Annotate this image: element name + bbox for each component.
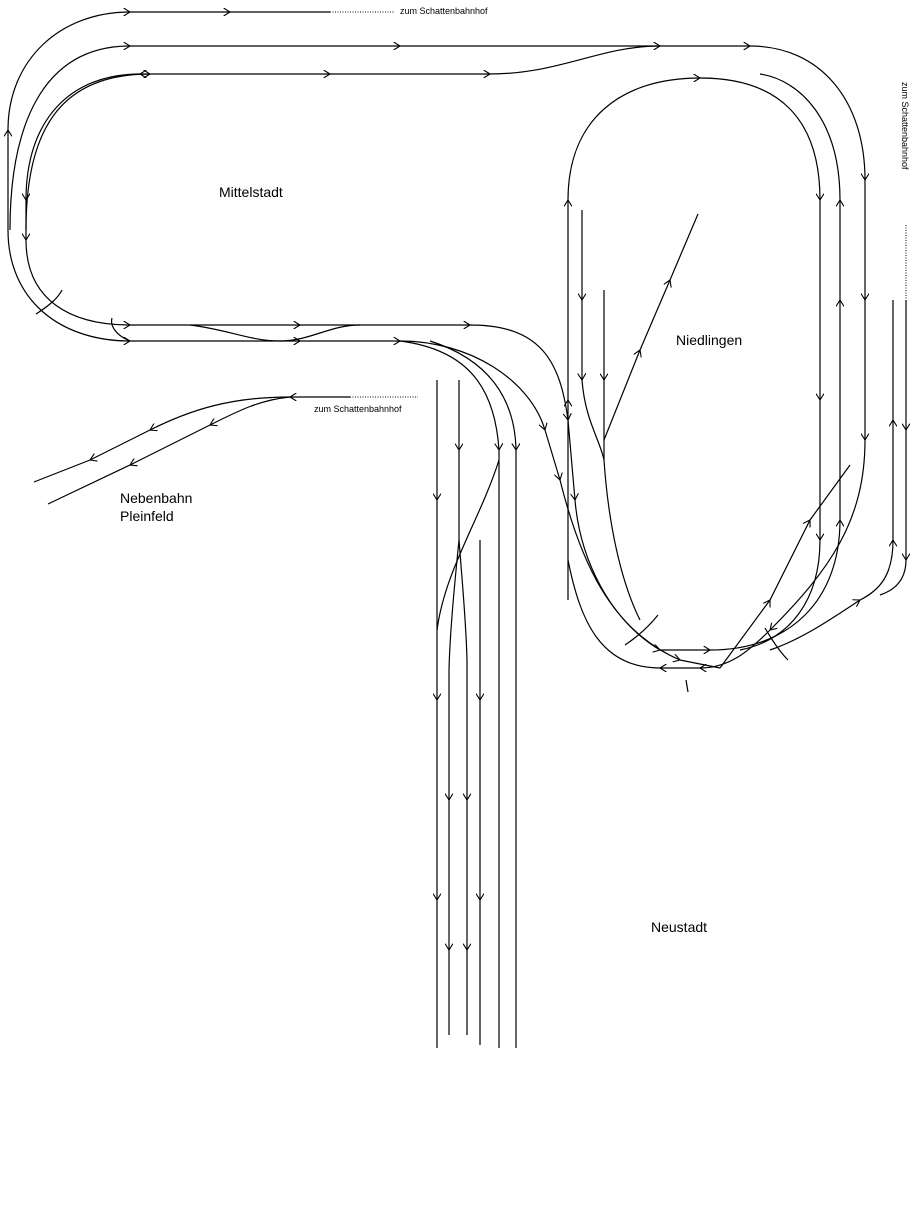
track-neustadt-branch-1	[399, 340, 499, 1048]
turnout-mark-2	[764, 627, 789, 661]
track-mittelstadt-inner	[26, 74, 840, 650]
track-right-vertical	[879, 300, 906, 596]
track-niedlingen-diag	[719, 464, 851, 669]
track-mittelstadt-outer	[7, 229, 721, 669]
turnout-mark-1	[624, 614, 659, 646]
station-label-neustadt: Neustadt	[651, 919, 708, 935]
track-niedlingen-lower	[603, 459, 641, 621]
crossover-1	[189, 324, 361, 342]
station-label-pleinfeld: Pleinfeld	[120, 508, 174, 524]
track-nebenbahn-1	[33, 397, 350, 483]
station-label-niedlingen: Niedlingen	[676, 332, 743, 348]
track-right-connector	[769, 300, 893, 651]
track-main-loop-inner	[25, 45, 661, 231]
track-niedlingen-siding-1	[582, 210, 605, 461]
track-neustadt-branch-4	[448, 539, 460, 671]
connector-label-left: zum Schattenbahnhof	[314, 404, 402, 414]
station-label-nebenbahn: Nebenbahn	[120, 490, 193, 506]
crossover-2	[110, 317, 131, 342]
connector-label-right: zum Schattenbahnhof	[900, 82, 910, 170]
connector-label-top: zum Schattenbahnhof	[400, 6, 488, 16]
track-niedlingen-loop	[568, 78, 820, 651]
track-neustadt-branch-5	[458, 539, 468, 661]
station-label-mittelstadt: Mittelstadt	[219, 184, 283, 200]
turnout-mark-3	[685, 679, 689, 693]
track-niedlingen-spur	[603, 213, 699, 441]
track-outer-top	[8, 12, 330, 230]
track-neustadt-branch-2	[429, 340, 516, 1048]
turnout-left	[35, 289, 63, 315]
track-neustadt-branch-3	[436, 459, 500, 631]
track-nebenbahn-2	[47, 396, 291, 505]
